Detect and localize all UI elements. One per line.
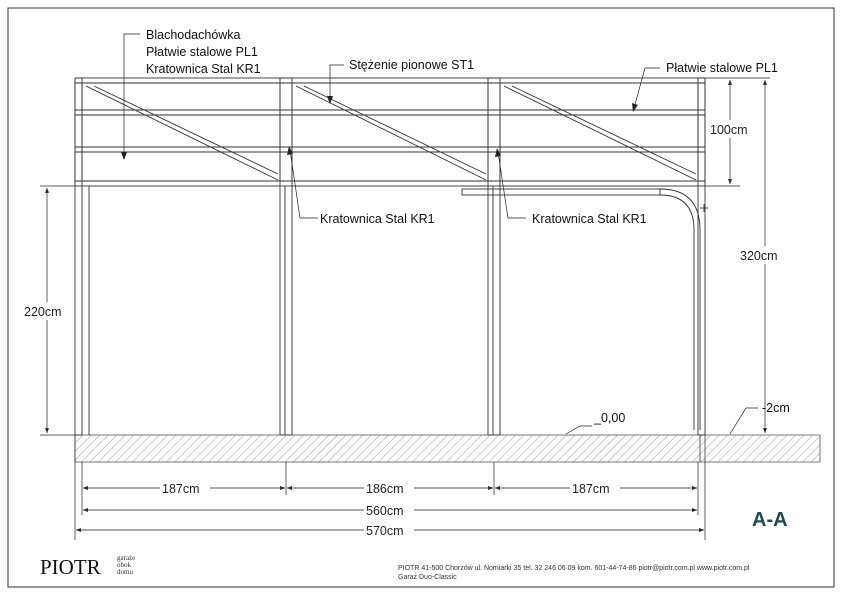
brand-logo: PIOTR <box>40 555 101 579</box>
roof-truss <box>74 77 706 187</box>
label-purlins: Płatwie stalowe PL1 <box>146 45 258 59</box>
label-truss-right: Kratownica Stal KR1 <box>532 212 647 226</box>
label-purlins-right: Płatwie stalowe PL1 <box>666 61 778 75</box>
brand-tag-1: garaże <box>117 554 135 562</box>
label-truss: Kratownica Stal KR1 <box>146 62 261 76</box>
label-truss-left: Kratownica Stal KR1 <box>320 212 435 226</box>
label-roofing: Blachodachówka <box>146 28 241 42</box>
label-bracing: Stężenie pionowe ST1 <box>349 58 474 72</box>
sheet-border <box>7 7 835 588</box>
dim-truss-height: 100cm <box>710 123 748 137</box>
label-ground-level: _0,00 <box>593 411 625 425</box>
dim-inner-length: 560cm <box>366 504 404 518</box>
posts <box>74 77 706 436</box>
dim-total-length: 570cm <box>366 524 404 538</box>
brand-tag-2: obok <box>117 561 132 569</box>
dim-total-height: 320cm <box>740 249 778 263</box>
leader-lines <box>123 33 758 435</box>
vertical-dimensions <box>40 77 770 436</box>
door-rail <box>461 188 708 430</box>
dim-opening-height: 220cm <box>24 305 62 319</box>
ground-slab <box>74 434 821 463</box>
section-title: A-A <box>752 509 788 531</box>
contact-line: PIOTR 41-500 Chorzów ul. Nomiarki 35 tel… <box>398 565 750 572</box>
product-name: Garaż Duo-Classic <box>398 574 457 581</box>
dim-bay-2: 186cm <box>366 482 404 496</box>
dim-bay-3: 187cm <box>572 482 610 496</box>
brand-tag-3: domu <box>117 568 133 576</box>
dim-bay-1: 187cm <box>162 482 200 496</box>
label-ground-offset: -2cm <box>762 401 790 415</box>
leader-arrowheads <box>121 96 638 160</box>
footer: PIOTR garaże obok domu PIOTR 41-500 Chor… <box>40 554 750 581</box>
